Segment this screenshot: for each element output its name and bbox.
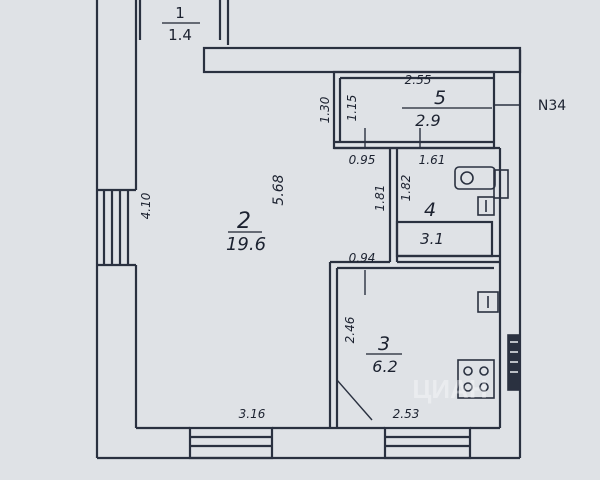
bottom-window-left [188,426,274,460]
dim-0-95: 0.95 [349,153,376,167]
dim-1-82: 1.82 [399,175,413,202]
room-3-area: 6.2 [372,357,397,376]
stove-icon [457,359,495,399]
dim-1-81: 1.81 [373,185,387,212]
dim-1-61: 1.61 [419,153,446,167]
dim-4-10: 4.10 [139,192,153,219]
room-2-number: 2 [237,209,251,234]
room-1-number: 1 [175,4,185,22]
dim-2-46: 2.46 [343,316,357,343]
door-lines [336,104,520,421]
walls [95,0,522,460]
fixtures [454,166,521,399]
room-5-area: 2.9 [415,111,440,130]
room-2-area: 19.6 [226,234,266,255]
toilet-icon [454,166,509,199]
dimension-labels: 2.55 1.30 1.15 0.95 1.61 1.81 1.82 4.10 … [139,73,566,421]
kitchen-sink-icon [477,291,499,313]
room-labels: 1 1.4 2 19.6 3 6.2 4 3.1 5 2.9 [162,4,492,376]
radiator-icon [507,334,521,391]
dim-0-94: 0.94 [349,251,376,265]
room-3-number: 3 [378,333,390,355]
room-5-number: 5 [434,87,446,109]
dim-1-30: 1.30 [318,96,332,123]
sink-icon [477,196,495,216]
dim-2-53: 2.53 [393,407,420,421]
dim-1-15: 1.15 [345,95,359,122]
room-4-area: 3.1 [420,230,444,248]
dim-2-55: 2.55 [405,73,432,87]
dim-3-16: 3.16 [239,407,266,421]
dim-5-68: 5.68 [271,174,287,205]
watermark: ЦИАН [412,374,487,404]
room-1-area: 1.4 [168,26,192,44]
bottom-window-right [383,426,472,460]
room-4-number: 4 [424,199,436,221]
riser-marker: N34 [538,98,566,114]
